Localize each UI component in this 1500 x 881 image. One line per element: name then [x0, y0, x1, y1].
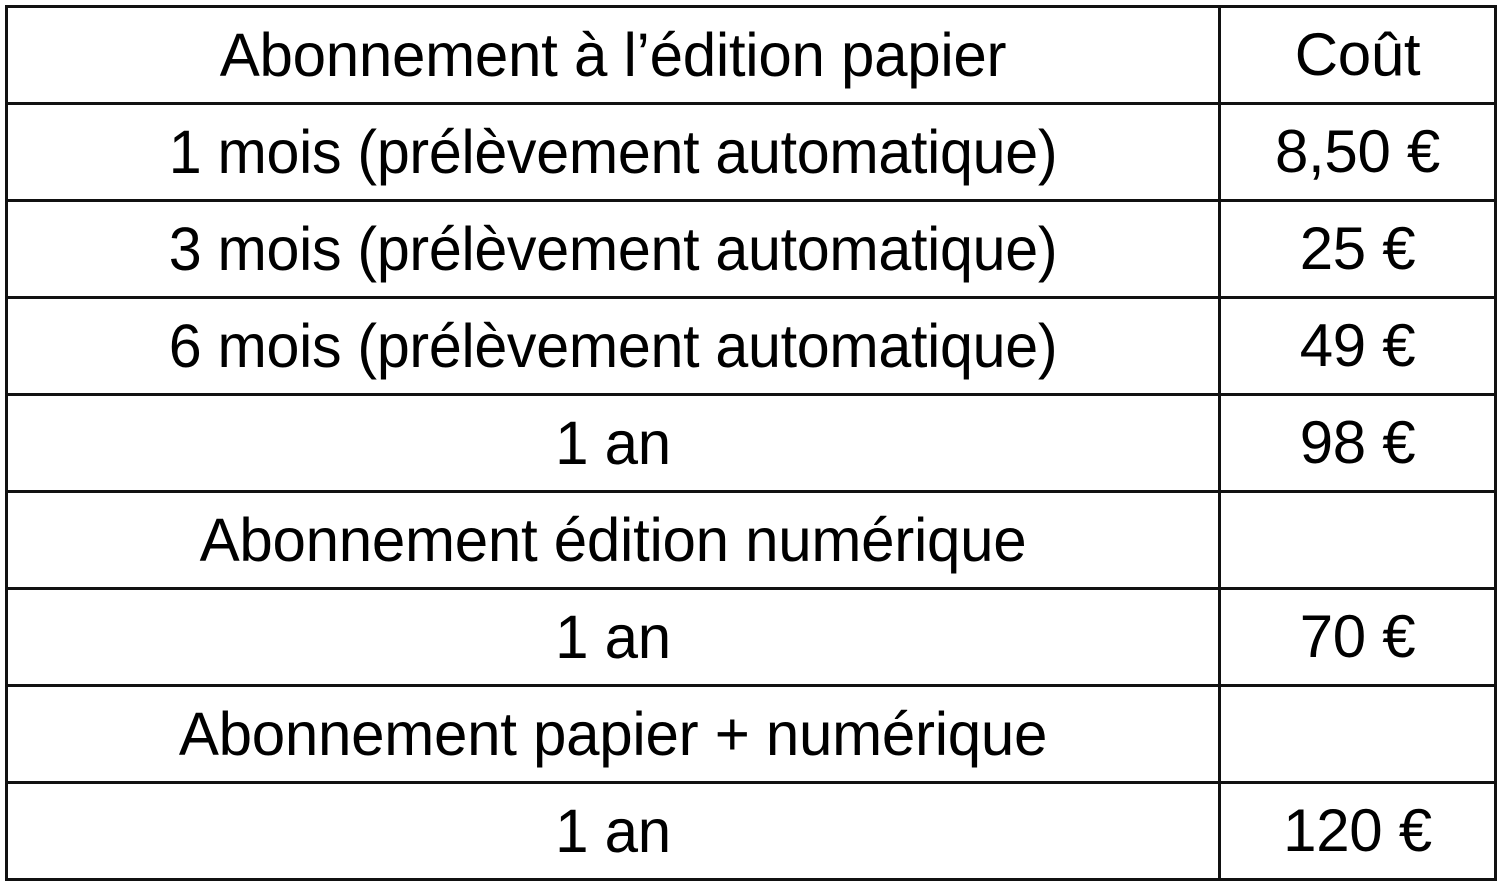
- cell-label-text: 1 an: [555, 602, 671, 671]
- row-cost-1-an-numerique: 70 €: [1218, 587, 1497, 687]
- cell-label-text: Abonnement à l’édition papier: [219, 20, 1007, 89]
- cell-cost-text: 25 €: [1299, 215, 1416, 282]
- table-row: 6 mois (prélèvement automatique) 49 €: [5, 296, 1497, 396]
- page-root: Abonnement à l’édition papier Coût 1 moi…: [5, 5, 1497, 881]
- cell-cost-text: [1227, 734, 1488, 735]
- row-cost-3-mois: 25 €: [1218, 199, 1497, 299]
- row-cost-1-mois: 8,50 €: [1218, 102, 1497, 202]
- row-label-6-mois: 6 mois (prélèvement automatique): [5, 296, 1221, 396]
- table-row: Abonnement édition numérique: [5, 490, 1497, 590]
- table-body: Abonnement à l’édition papier Coût 1 moi…: [5, 5, 1497, 881]
- cell-cost-text: 8,50 €: [1274, 118, 1441, 185]
- cell-cost-text: 98 €: [1299, 409, 1416, 476]
- section-header-numerique-label: Abonnement édition numérique: [5, 490, 1221, 590]
- column-header-cost: Coût: [1218, 5, 1497, 105]
- cell-cost-text: 49 €: [1299, 312, 1416, 379]
- cell-cost-text: [1227, 540, 1488, 541]
- row-label-1-an-papier-numerique: 1 an: [5, 781, 1221, 881]
- row-cost-1-an-papier-numerique: 120 €: [1218, 781, 1497, 881]
- cell-label-text: 3 mois (prélèvement automatique): [168, 214, 1058, 283]
- cell-label-text: 1 an: [555, 408, 671, 477]
- row-label-1-mois: 1 mois (prélèvement automatique): [5, 102, 1221, 202]
- section-header-papier-numerique-label: Abonnement papier + numérique: [5, 684, 1221, 784]
- table-row: Abonnement papier + numérique: [5, 684, 1497, 784]
- table-row: 1 mois (prélèvement automatique) 8,50 €: [5, 102, 1497, 202]
- table-row: Abonnement à l’édition papier Coût: [5, 5, 1497, 105]
- cell-label-text: 1 an: [555, 796, 671, 865]
- cell-cost-text: 120 €: [1283, 797, 1432, 864]
- row-cost-1-an-papier: 98 €: [1218, 393, 1497, 493]
- table-row: 1 an 120 €: [5, 781, 1497, 881]
- row-label-1-an-papier: 1 an: [5, 393, 1221, 493]
- subscription-price-table: Abonnement à l’édition papier Coût 1 moi…: [5, 5, 1497, 881]
- cell-label-text: 1 mois (prélèvement automatique): [168, 117, 1058, 186]
- cell-cost-text: 70 €: [1299, 603, 1416, 670]
- table-row: 1 an 70 €: [5, 587, 1497, 687]
- cell-cost-text: Coût: [1294, 21, 1421, 88]
- section-header-paper-label: Abonnement à l’édition papier: [5, 5, 1221, 105]
- table-row: 1 an 98 €: [5, 393, 1497, 493]
- cell-label-text: 6 mois (prélèvement automatique): [168, 311, 1058, 380]
- table-row: 3 mois (prélèvement automatique) 25 €: [5, 199, 1497, 299]
- cell-label-text: Abonnement papier + numérique: [178, 699, 1048, 768]
- section-header-papier-numerique-cost: [1218, 684, 1497, 784]
- row-cost-6-mois: 49 €: [1218, 296, 1497, 396]
- row-label-3-mois: 3 mois (prélèvement automatique): [5, 199, 1221, 299]
- row-label-1-an-numerique: 1 an: [5, 587, 1221, 687]
- cell-label-text: Abonnement édition numérique: [199, 505, 1027, 574]
- section-header-numerique-cost: [1218, 490, 1497, 590]
